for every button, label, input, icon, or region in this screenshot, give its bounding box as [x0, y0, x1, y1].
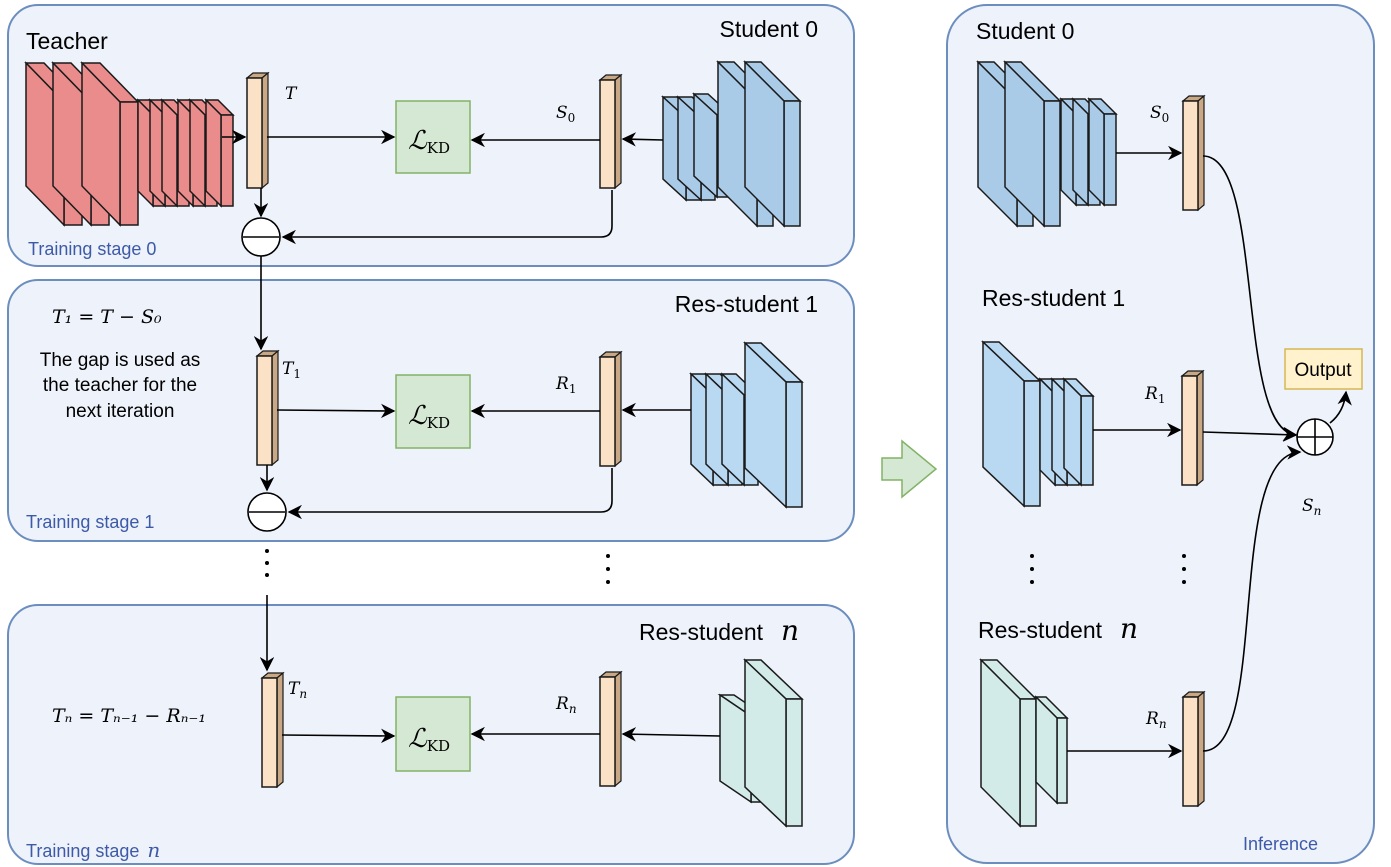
output-label: Output — [1294, 360, 1352, 381]
training-stage-1-label: Training stage 1 — [26, 512, 154, 532]
t1-feature-label: T1 — [282, 359, 301, 381]
svg-text:the teacher for the: the teacher for the — [43, 375, 197, 396]
kd-loss-label: ℒKD — [408, 401, 450, 432]
kd-loss-box-0: ℒKD — [395, 100, 471, 174]
training-stage-1-panel: Res-student 1 Training stage 1 T₁ = T − … — [7, 256, 855, 542]
inference-s0-feature-vector — [1181, 94, 1206, 212]
sum-operator — [1296, 418, 1334, 456]
teacher-label: Teacher — [26, 28, 108, 54]
continuation-dots-right — [606, 554, 610, 584]
inference-continuation-dots-right — [1182, 554, 1186, 584]
kd-loss-label: ℒKD — [408, 724, 450, 755]
student-0-feature-label: S0 — [556, 103, 575, 125]
sum-to-output-arrow — [1329, 390, 1352, 424]
inference-student-0-network — [976, 60, 1118, 228]
student-0-feature-vector — [598, 73, 623, 190]
inference-res-student-1-network — [981, 340, 1095, 508]
svg-text:The gap is used as: The gap is used as — [40, 350, 201, 371]
training-stage-0-label: Training stage 0 — [28, 239, 156, 259]
teacher-feature-vector — [245, 71, 270, 190]
sum-label: Sn — [1302, 496, 1321, 518]
rn-to-sum-curve — [1202, 445, 1302, 752]
gap-equation: T₁ = T − S₀ — [52, 306, 162, 328]
kd-loss-box-1: ℒKD — [395, 374, 471, 449]
inference-res-student-n-network — [979, 658, 1069, 828]
r1-feature-vector — [598, 350, 623, 468]
svg-text:next iteration: next iteration — [66, 401, 175, 422]
rn-feature-vector — [598, 670, 623, 788]
tn-to-loss-arrow — [281, 728, 396, 744]
res-student-1-network — [689, 341, 804, 509]
student-0-network — [661, 60, 802, 228]
tn-feature-label: Tn — [288, 679, 307, 701]
r1-to-minus-arrow — [287, 468, 613, 520]
training-stage-0-panel: Teacher Student 0 Training stage 0 — [7, 4, 855, 267]
inference-continuation-dots-left — [1030, 554, 1034, 584]
kd-loss-label: ℒKD — [408, 126, 450, 157]
res-student-n-to-feature-arrow — [621, 727, 721, 742]
inference-r1-feature-vector — [1180, 369, 1205, 487]
training-to-inference-arrow — [881, 439, 938, 499]
student-to-feature-arrow — [621, 132, 664, 147]
res-student-n-network — [717, 658, 804, 828]
kd-loss-box-n: ℒKD — [395, 696, 471, 772]
inference-rn-feature-vector — [1181, 690, 1206, 808]
teacher-n-equation: Tₙ = Tₙ₋₁ − Rₙ₋₁ — [52, 705, 206, 727]
inference-label: Inference — [1243, 834, 1318, 854]
student-0-label: Student 0 — [720, 16, 818, 42]
res-student-1-label: Res-student 1 — [675, 291, 818, 317]
continuation-dots-left — [265, 549, 269, 577]
r1-feature-label: R1 — [555, 374, 576, 396]
tn-feature-vector — [260, 671, 285, 789]
s0-to-sum-curve — [1202, 155, 1298, 442]
inference-r1-label: R1 — [1144, 384, 1165, 406]
rn-feature-label: Rn — [555, 694, 577, 716]
r1-to-sum-line — [1202, 427, 1298, 442]
t1-feature-vector — [255, 349, 280, 467]
inference-s0-label: S0 — [1150, 103, 1169, 125]
subtract-operator-0 — [241, 217, 281, 257]
subtract-operator-1 — [247, 492, 287, 532]
student-feature-to-minus-arrow — [281, 190, 613, 245]
inference-rn-label: Rn — [1145, 709, 1167, 731]
t1-to-loss-arrow — [276, 403, 396, 419]
gap-note: The gap is used as the teacher for the n… — [40, 350, 201, 422]
teacher-network — [24, 61, 235, 227]
teacher-feature-label: T — [285, 84, 298, 104]
inference-student-0-label: Student 0 — [976, 18, 1074, 44]
output-box: Output — [1284, 348, 1363, 390]
inference-res-student-1-label: Res-student 1 — [982, 285, 1125, 311]
